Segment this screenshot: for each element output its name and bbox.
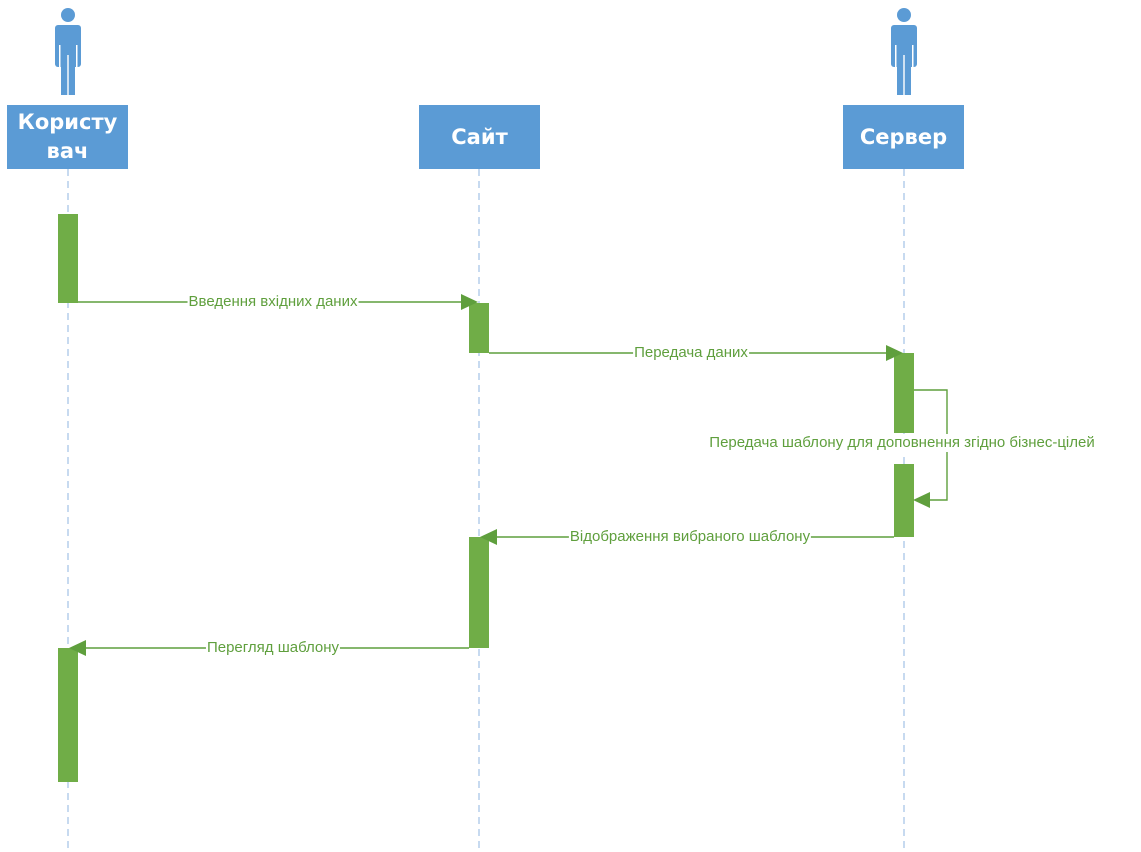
participant-server: Сервер xyxy=(843,105,964,169)
message-label-2: Передача даних xyxy=(633,344,749,362)
message-label-5: Перегляд шаблону xyxy=(205,639,341,657)
participant-label-server: Сервер xyxy=(859,124,948,149)
activation-site-1 xyxy=(469,303,489,353)
activation-user-1 xyxy=(58,214,78,303)
activation-server-2 xyxy=(894,464,914,537)
message-label-3: Передача шаблону для доповнення згідно б… xyxy=(708,434,1096,452)
participant-label-site: Сайт xyxy=(451,124,508,149)
message-label-4: Відображення вибраного шаблону xyxy=(568,528,812,546)
participant-label-user: Користувач xyxy=(17,110,118,163)
activation-user-2 xyxy=(58,648,78,782)
participant-site: Сайт xyxy=(419,105,540,169)
message-label-1: Введення вхідних даних xyxy=(187,293,359,311)
participant-user: Користувач xyxy=(7,105,128,169)
activation-site-2 xyxy=(469,537,489,648)
activation-server-1 xyxy=(894,353,914,433)
